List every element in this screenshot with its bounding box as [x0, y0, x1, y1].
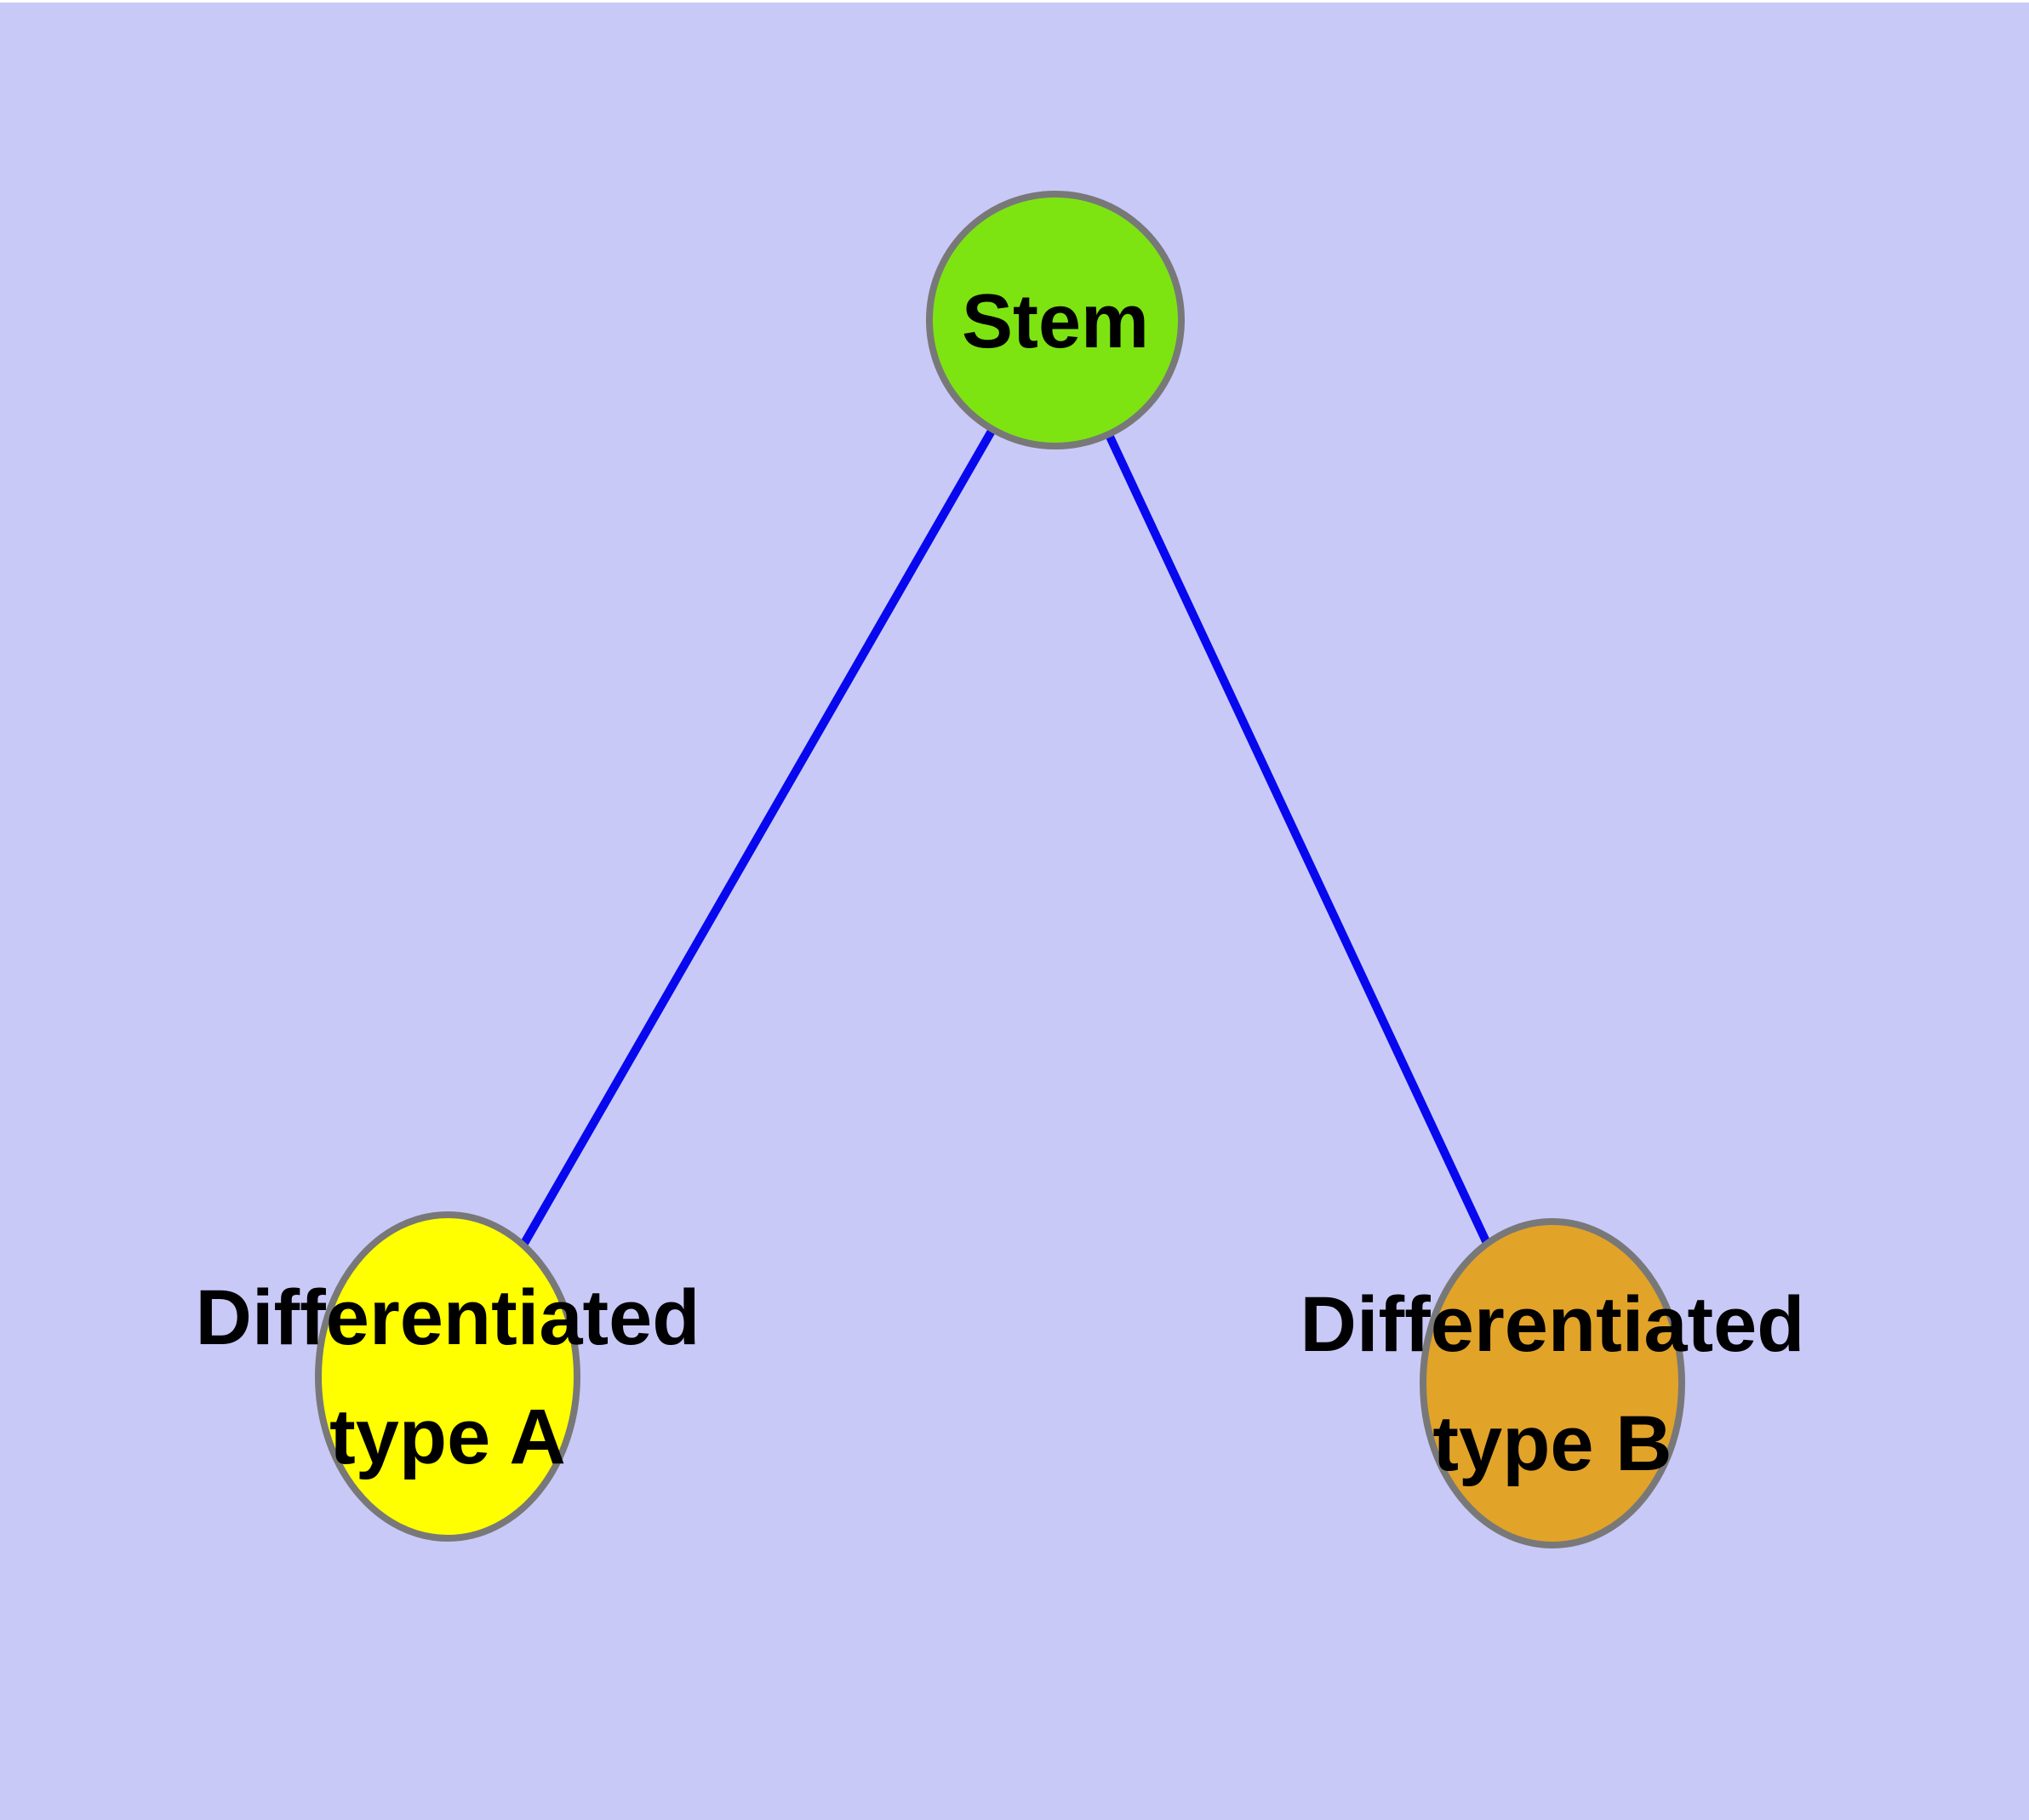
node-type-a-label-line1: Differentiated — [196, 1274, 700, 1361]
node-differentiated-type-b — [1420, 1218, 1685, 1548]
node-stem — [926, 191, 1185, 449]
node-type-b-label-line2: type B — [1432, 1400, 1672, 1487]
node-layer — [315, 191, 1685, 1548]
node-stem-label: Stem — [962, 279, 1149, 364]
edge-stem-to-type-b — [1051, 318, 1557, 1386]
node-type-a-label-line2: type A — [329, 1394, 566, 1480]
node-differentiated-type-a — [315, 1211, 580, 1542]
edge-layer — [443, 318, 1557, 1386]
edge-stem-to-type-a — [443, 318, 1060, 1379]
label-layer: Stem Differentiated type A Differentiate… — [196, 279, 1805, 1487]
node-type-b-label-line1: Differentiated — [1300, 1281, 1805, 1368]
